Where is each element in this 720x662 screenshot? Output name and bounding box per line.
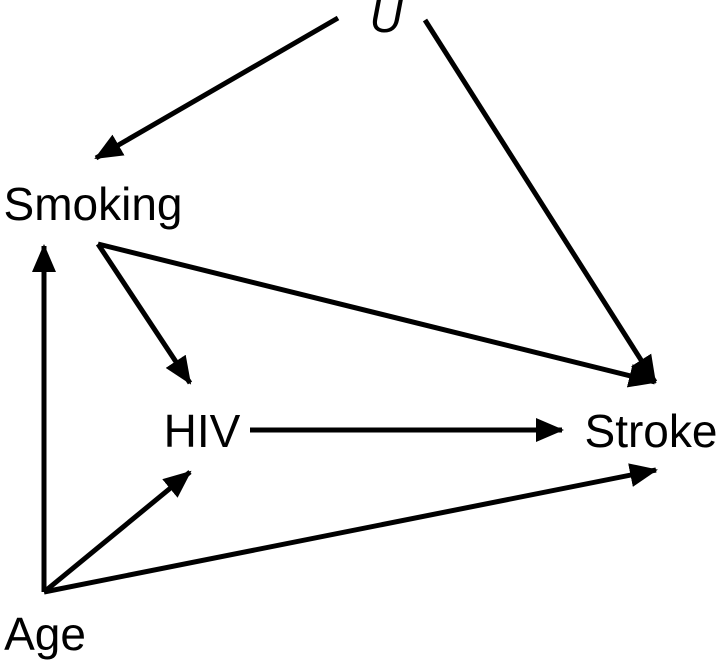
edge-u-to-smoking — [94, 15, 340, 161]
edge-age-to-stroke — [43, 463, 658, 595]
node-age: Age — [4, 608, 86, 660]
edge-u-to-stroke — [422, 18, 658, 384]
node-smoking: Smoking — [4, 178, 183, 230]
edge-smoking-to-hiv — [95, 242, 193, 385]
node-u: U — [369, 0, 403, 42]
edge-smoking-to-stroke — [97, 241, 657, 388]
edge-age-to-hiv — [42, 470, 192, 594]
node-stroke: Stroke — [585, 405, 718, 457]
node-hiv: HIV — [164, 405, 241, 457]
